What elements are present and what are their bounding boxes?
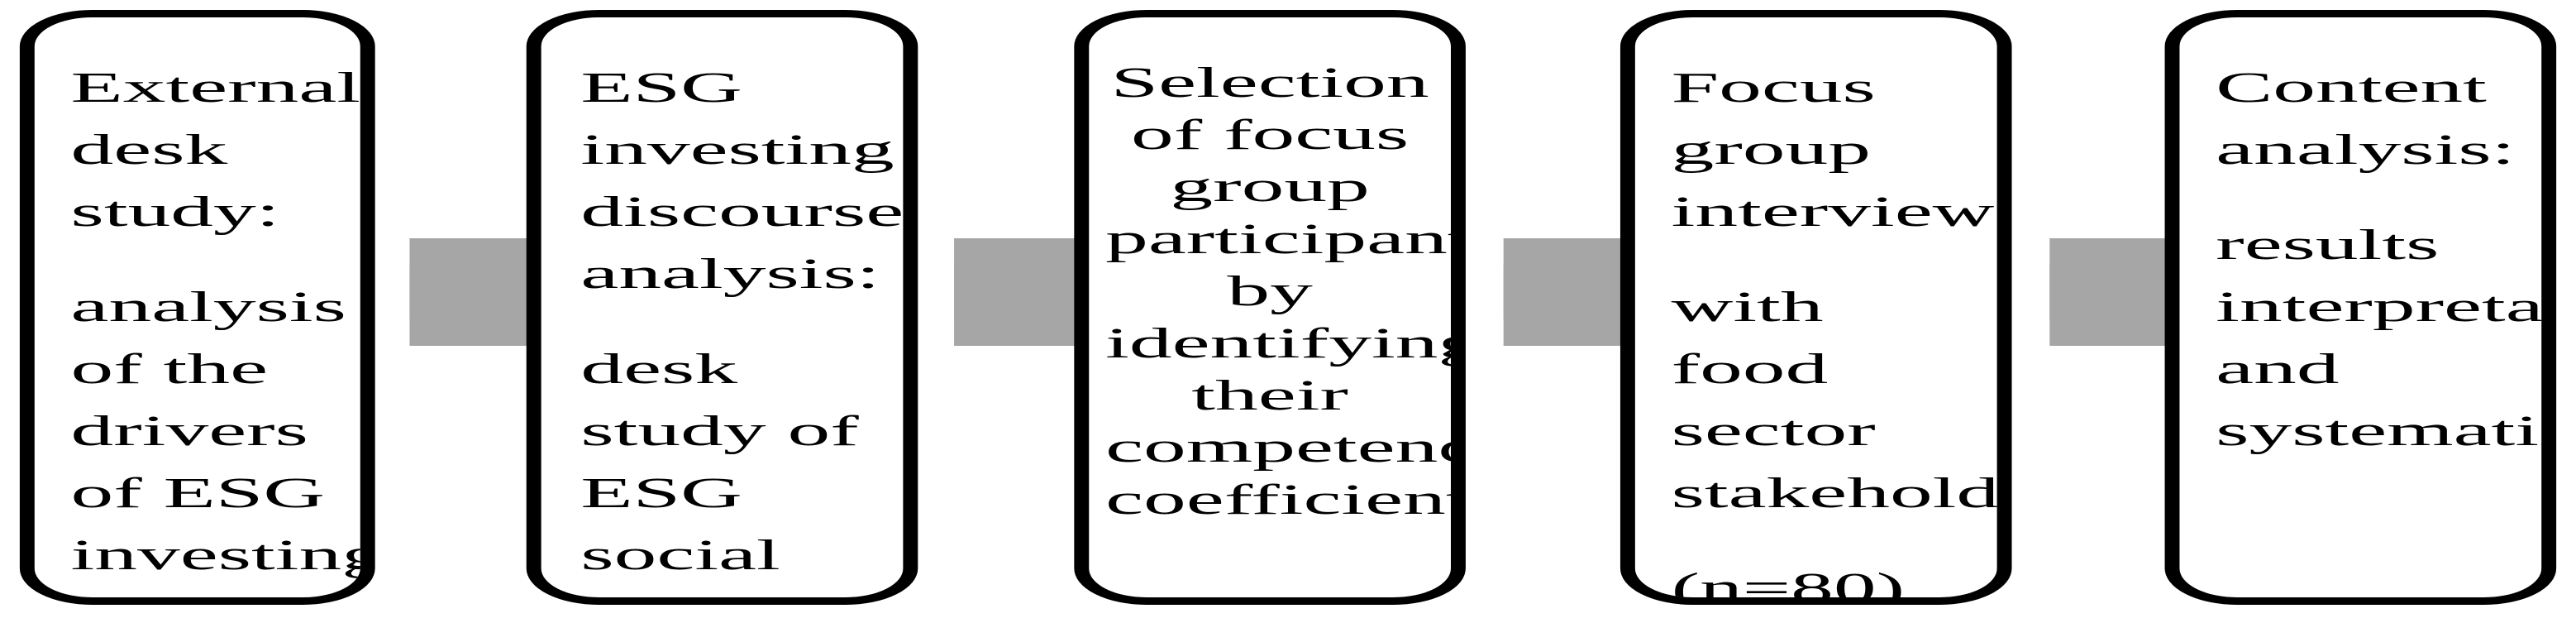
process-step-3-text: Selection of focus group participants by…: [1089, 57, 1451, 526]
process-step-1-paragraph-1: External desk study:: [70, 65, 361, 236]
process-step-4-paragraph-1: Focus group interviews: [1671, 65, 2012, 236]
process-step-3[interactable]: Selection of focus group participants by…: [1074, 10, 1466, 605]
process-step-1-text: External desk study: analysis of the dri…: [35, 57, 375, 597]
process-step-2-text: ESG investing discourse analysis: desk s…: [541, 57, 904, 597]
process-step-4-paragraph-3: (n=80): [1671, 565, 1906, 605]
process-step-5[interactable]: Content analysis: results interpretation…: [2164, 10, 2557, 605]
process-step-1-paragraph-2: analysis of the drivers of ESG investing…: [70, 284, 375, 597]
process-step-4[interactable]: Focus group interviews with food sector …: [1620, 10, 2012, 605]
process-step-3-paragraph-1: Selection of focus group participants by…: [1105, 60, 1466, 524]
process-step-5-paragraph-1: Content analysis:: [2216, 65, 2516, 174]
process-step-2[interactable]: ESG investing discourse analysis: desk s…: [526, 10, 918, 605]
process-step-5-paragraph-2: results interpretation and systematizati…: [2216, 222, 2544, 455]
arrow-shaft: [954, 265, 1043, 319]
process-step-2-paragraph-1: ESG investing discourse analysis:: [580, 65, 904, 298]
process-step-4-paragraph-2: with food sector stakeholders: [1671, 284, 2000, 517]
arrow-shaft: [409, 265, 499, 319]
process-step-2-paragraph-2: desk study of ESG social factors' role: [580, 346, 859, 597]
arrow-shaft: [1503, 265, 1593, 319]
arrow-shaft: [2049, 265, 2139, 319]
process-step-4-text: Focus group interviews with food sector …: [1635, 57, 2012, 605]
process-step-1[interactable]: External desk study: analysis of the dri…: [19, 10, 375, 605]
process-step-5-text: Content analysis: results interpretation…: [2179, 57, 2541, 462]
